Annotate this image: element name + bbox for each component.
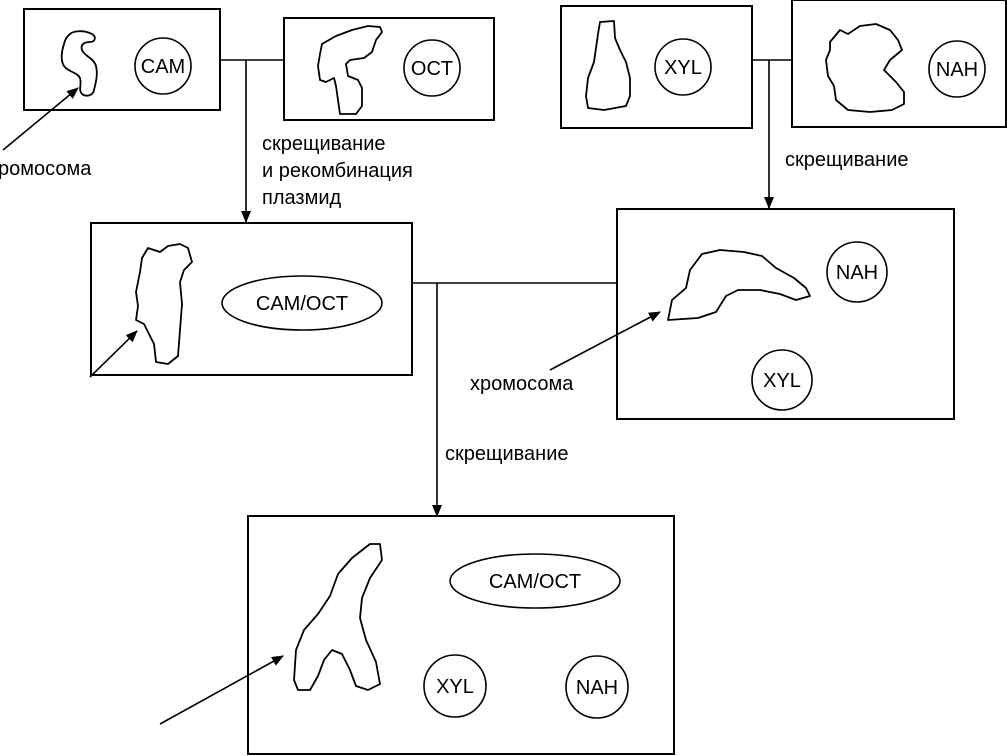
chromosome-shape [60, 30, 98, 97]
chromosome-pointer-arrow [89, 330, 138, 378]
plasmid-cam-oct-label: CAM/OCT [489, 571, 581, 593]
plasmid-nah [826, 241, 888, 303]
crossing-label-right: скрещивание [785, 149, 909, 171]
plasmid-cam-oct [221, 275, 383, 331]
chromosome-pointer-arrow [159, 655, 284, 725]
plasmid-xyl-label: XYL [664, 57, 702, 79]
plasmid-nah-label: NAH [836, 262, 878, 284]
chromosome-pointer-arrow [549, 311, 661, 371]
plasmid-xyl [654, 38, 712, 96]
cell-nah-xyl: NAH XYL [616, 208, 955, 420]
crossing-recombination-label-line1: скрещивание [262, 133, 386, 155]
crossing-recombination-label-line2: и рекомбинация [262, 160, 413, 182]
plasmid-xyl [751, 349, 813, 411]
chromosome-label: ромосома [0, 158, 92, 180]
plasmid-nah-label: NAH [576, 677, 618, 699]
plasmid-oct-label: OCT [411, 58, 453, 80]
cell-xyl: XYL [560, 5, 753, 129]
plasmid-oct [403, 39, 461, 97]
chromosome-shape [135, 243, 193, 365]
plasmid-xyl [423, 654, 487, 718]
plasmid-nah-label: NAH [936, 59, 978, 81]
plasmid-cam-oct-label: CAM/OCT [256, 293, 348, 315]
plasmid-cam-oct [449, 553, 621, 609]
plasmid-nah [565, 655, 629, 719]
chromosome-shape [585, 20, 631, 111]
plasmid-cam [134, 37, 192, 95]
chromosome-shape [667, 249, 811, 321]
cell-nah: NAH [791, 0, 1007, 128]
crossing-recombination-label-line3: плазмид [262, 187, 341, 209]
plasmid-nah [928, 40, 986, 98]
plasmid-cam-label: CAM [141, 56, 185, 78]
cell-final: CAM/OCT XYL NAH [247, 515, 675, 755]
chromosome-shape [293, 543, 383, 691]
cell-cam-oct: CAM/OCT [90, 222, 413, 376]
chromosome-label: хромосома [470, 373, 574, 395]
plasmid-xyl-label: XYL [436, 676, 474, 698]
chromosome-shape [825, 23, 905, 113]
cell-oct: OCT [283, 17, 495, 121]
cell-cam: CAM [23, 8, 221, 111]
chromosome-pointer-arrow [2, 87, 79, 151]
crossing-label-bottom: скрещивание [445, 443, 569, 465]
plasmid-xyl-label: XYL [763, 370, 801, 392]
chromosome-shape [317, 25, 383, 115]
